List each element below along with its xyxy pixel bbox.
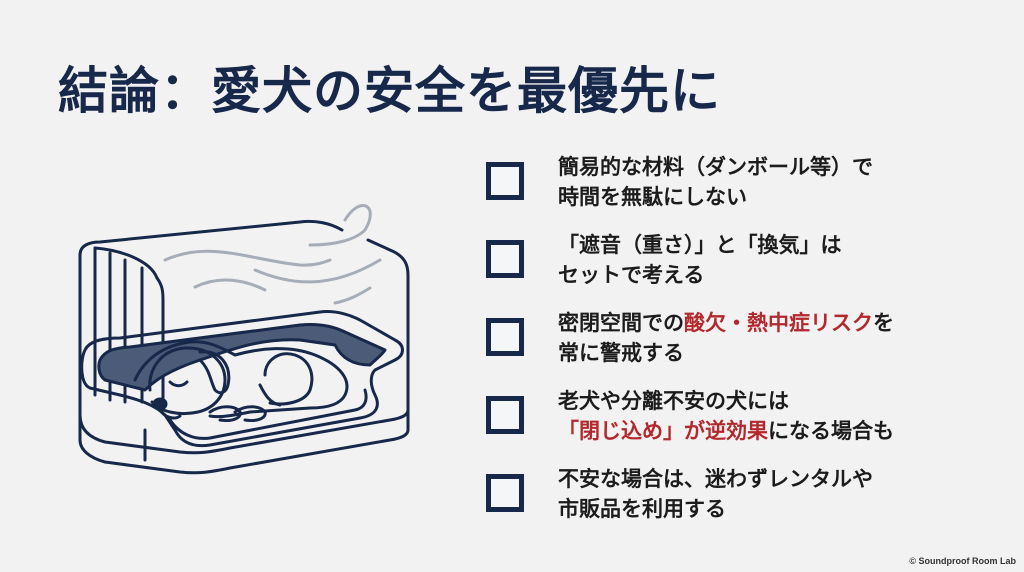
airflow-icon [163,204,382,305]
checklist-item: 不安な場合は、迷わずレンタルや 市販品を利用する [486,464,1006,542]
checkbox[interactable] [486,240,524,278]
text-span: 簡易的な材料（ダンボール等）で [558,155,873,179]
dog-crate-illustration [60,190,440,490]
text-span: セットで考える [558,263,705,287]
checklist-item-text: 「遮音（重さ）」と「換気」は セットで考える [558,230,842,290]
text-span: を [873,311,894,335]
text-span: 老犬や分離不安の犬には [558,389,789,413]
page-title: 結論：愛犬の安全を最優先に [58,62,721,120]
text-span: 時間を無駄にしない [558,185,747,209]
checklist-item-text: 老犬や分離不安の犬には 「閉じ込め」が逆効果になる場合も [558,386,894,446]
checkbox[interactable] [486,162,524,200]
text-span: 市販品を利用する [558,497,726,521]
checkbox[interactable] [486,318,524,356]
checklist-item-text: 簡易的な材料（ダンボール等）で 時間を無駄にしない [558,152,873,212]
checkbox[interactable] [486,474,524,512]
text-span: 密閉空間での [558,311,684,335]
safety-checklist: 簡易的な材料（ダンボール等）で 時間を無駄にしない 「遮音（重さ）」と「換気」は… [486,152,1006,542]
highlight-text: 酸欠・熱中症リスク [684,311,873,335]
text-span: 常に警戒する [558,341,684,365]
text-span: 「遮音（重さ）」と「換気」は [558,233,842,257]
copyright-notice: © Soundproof Room Lab [909,556,1016,566]
checklist-item-text: 密閉空間での酸欠・熱中症リスクを 常に警戒する [558,308,894,368]
checkbox[interactable] [486,396,524,434]
highlight-text: 「閉じ込め」が逆効果 [558,419,768,443]
checklist-item-text: 不安な場合は、迷わずレンタルや 市販品を利用する [558,464,873,524]
checklist-item: 密閉空間での酸欠・熱中症リスクを 常に警戒する [486,308,1006,386]
text-span: 不安な場合は、迷わずレンタルや [558,467,873,491]
checklist-item: 簡易的な材料（ダンボール等）で 時間を無駄にしない [486,152,1006,230]
checklist-item: 老犬や分離不安の犬には 「閉じ込め」が逆効果になる場合も [486,386,1006,464]
checklist-item: 「遮音（重さ）」と「換気」は セットで考える [486,230,1006,308]
text-span: になる場合も [768,419,894,443]
